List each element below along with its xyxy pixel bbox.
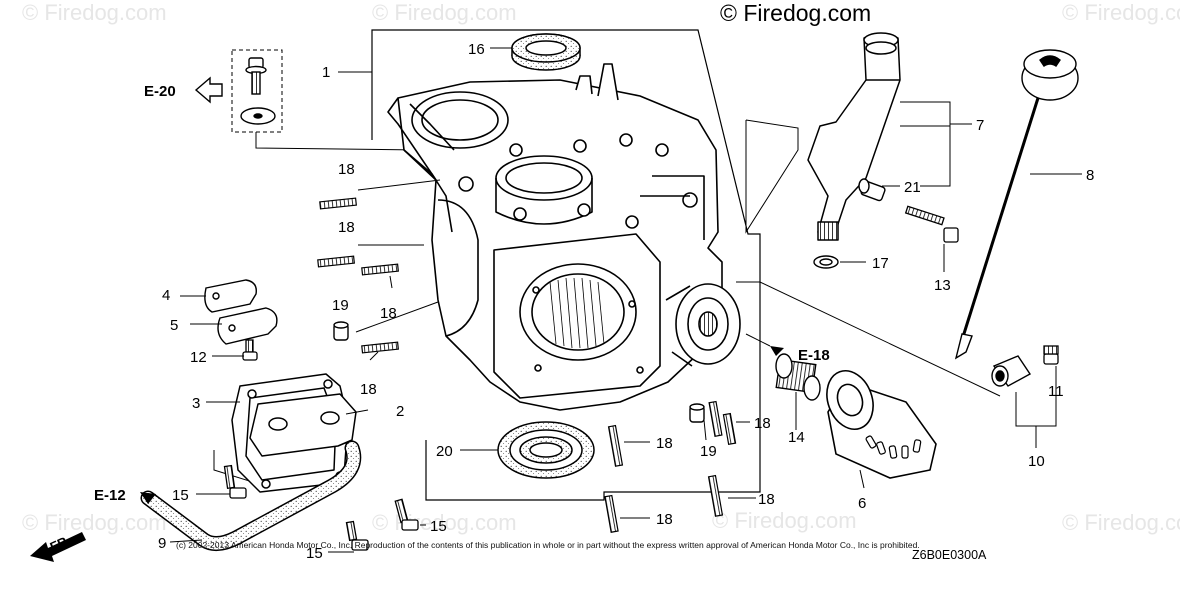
ref-e18: E-18 bbox=[798, 347, 830, 364]
bracket-5 bbox=[217, 307, 278, 345]
flange-bolts-15 bbox=[223, 464, 419, 551]
callout-7: 7 bbox=[976, 117, 984, 134]
callout-15: 15 bbox=[306, 545, 323, 562]
callout-numbers: 1 2 3 4 5 6 7 8 9 10 11 12 13 14 15 15 1… bbox=[158, 41, 1094, 562]
oil-filter-joint bbox=[775, 353, 821, 401]
e12-arrow bbox=[140, 492, 156, 504]
callout-11: 11 bbox=[1048, 383, 1064, 400]
callout-18: 18 bbox=[754, 415, 771, 432]
callout-8: 8 bbox=[1086, 167, 1094, 184]
callout-15: 15 bbox=[172, 487, 189, 504]
callout-16: 16 bbox=[468, 41, 485, 58]
group-outline-oil-switch bbox=[736, 281, 1001, 397]
oil-seal bbox=[511, 33, 581, 71]
watermark: © Firedog.com bbox=[1062, 0, 1180, 25]
callout-18: 18 bbox=[338, 219, 355, 236]
sealing-washer bbox=[240, 107, 276, 125]
watermark: © Firedog.com bbox=[22, 0, 167, 25]
watermark: © Firedog.com bbox=[712, 508, 857, 533]
oil-dipstick bbox=[954, 49, 1079, 360]
watermark: © Firedog.com bbox=[372, 0, 517, 25]
flange-bolt-13 bbox=[904, 205, 959, 243]
crankcase-body bbox=[387, 63, 741, 411]
callout-4: 4 bbox=[162, 287, 170, 304]
callout-15: 15 bbox=[430, 518, 447, 535]
bolt-11 bbox=[1043, 345, 1059, 365]
ref-e20: E-20 bbox=[144, 83, 176, 100]
callout-14: 14 bbox=[788, 429, 805, 446]
oil-filler-tube bbox=[807, 32, 901, 241]
e18-arrow bbox=[770, 346, 784, 356]
flange-bolt-12 bbox=[242, 339, 258, 361]
watermark: © Firedog.com bbox=[1062, 510, 1180, 535]
callout-21: 21 bbox=[904, 179, 921, 196]
callout-18: 18 bbox=[656, 511, 673, 528]
o-ring-gasket bbox=[813, 255, 839, 269]
e20-arrow bbox=[194, 76, 223, 104]
callout-13: 13 bbox=[934, 277, 951, 294]
callout-17: 17 bbox=[872, 255, 889, 272]
ref-e12: E-12 bbox=[94, 487, 126, 504]
diagram-code: Z6B0E0300A bbox=[912, 548, 987, 562]
copyright-top: © Firedog.com bbox=[720, 0, 872, 26]
callout-12: 12 bbox=[190, 349, 207, 366]
oil-filter bbox=[826, 370, 937, 479]
distance-collar bbox=[858, 178, 886, 202]
breather-plate bbox=[249, 393, 357, 457]
watermark: © Firedog.com bbox=[22, 510, 167, 535]
front-label: FR. bbox=[48, 532, 73, 554]
callout-18: 18 bbox=[380, 305, 397, 322]
oil-level-switch bbox=[991, 355, 1032, 387]
bracket-4 bbox=[204, 279, 257, 313]
callout-18: 18 bbox=[758, 491, 775, 508]
callout-9: 9 bbox=[158, 535, 166, 552]
group-outline-main bbox=[371, 29, 761, 501]
watermark: © Firedog.com bbox=[372, 510, 517, 535]
callout-19: 19 bbox=[332, 297, 349, 314]
callout-18: 18 bbox=[338, 161, 355, 178]
group-outline-oil-filler bbox=[745, 119, 799, 234]
stud-bolts bbox=[317, 197, 737, 533]
callout-2: 2 bbox=[396, 403, 404, 420]
ball-bearing bbox=[497, 421, 595, 479]
dashed-group-bolt-washer bbox=[231, 49, 283, 133]
callout-18: 18 bbox=[656, 435, 673, 452]
callout-20: 20 bbox=[436, 443, 453, 460]
flange-bolt-top bbox=[245, 57, 267, 95]
dowel-pins bbox=[333, 321, 705, 423]
front-arrow bbox=[30, 532, 86, 562]
callout-19: 19 bbox=[700, 443, 717, 460]
callout-18: 18 bbox=[360, 381, 377, 398]
legal-notice: (c) 2002-2013 American Honda Motor Co., … bbox=[176, 540, 920, 550]
callout-3: 3 bbox=[192, 395, 200, 412]
callout-5: 5 bbox=[170, 317, 178, 334]
callout-6: 6 bbox=[858, 495, 866, 512]
leader-lines bbox=[169, 47, 1082, 553]
callout-10: 10 bbox=[1028, 453, 1045, 470]
callout-1: 1 bbox=[322, 64, 330, 81]
